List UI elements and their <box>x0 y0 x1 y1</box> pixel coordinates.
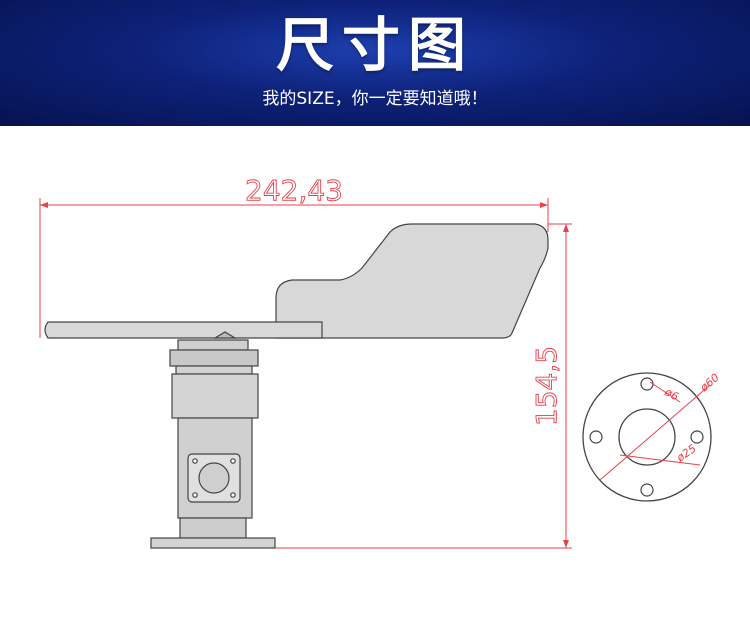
upper-body <box>171 373 259 419</box>
flange-top-view <box>582 372 712 502</box>
base-plate <box>150 537 276 549</box>
mount-hole-top <box>640 377 654 391</box>
outer-diameter-line <box>599 384 711 481</box>
width-dimension-label: 242,43 <box>245 174 343 207</box>
sensor-head-shape <box>275 223 549 339</box>
banner-subtitle: 我的SIZE，你一定要知道哦！ <box>262 89 488 109</box>
connector-port <box>198 462 230 494</box>
banner-title: 尺寸图 <box>275 11 474 79</box>
header-banner: 尺寸图 我的SIZE，你一定要知道哦！ <box>0 0 750 126</box>
mount-hole-right <box>690 430 704 444</box>
width-dimension <box>39 198 549 338</box>
connector-tip <box>212 331 238 339</box>
hole-diameter-label: ø6 <box>662 385 681 404</box>
upper-collar <box>177 339 249 351</box>
base-neck <box>179 517 247 539</box>
mount-hole-left <box>589 430 603 444</box>
horizontal-arm <box>44 321 323 339</box>
height-dimension-label: 154,5 <box>530 346 563 426</box>
center-diameter-line <box>619 454 701 466</box>
hole-leader-line <box>649 381 681 403</box>
height-dimension <box>275 223 572 549</box>
device-side-view <box>44 223 549 549</box>
flange-ring <box>169 349 259 367</box>
outer-diameter-label: ø60 <box>697 371 722 395</box>
mount-hole-bottom <box>640 483 654 497</box>
